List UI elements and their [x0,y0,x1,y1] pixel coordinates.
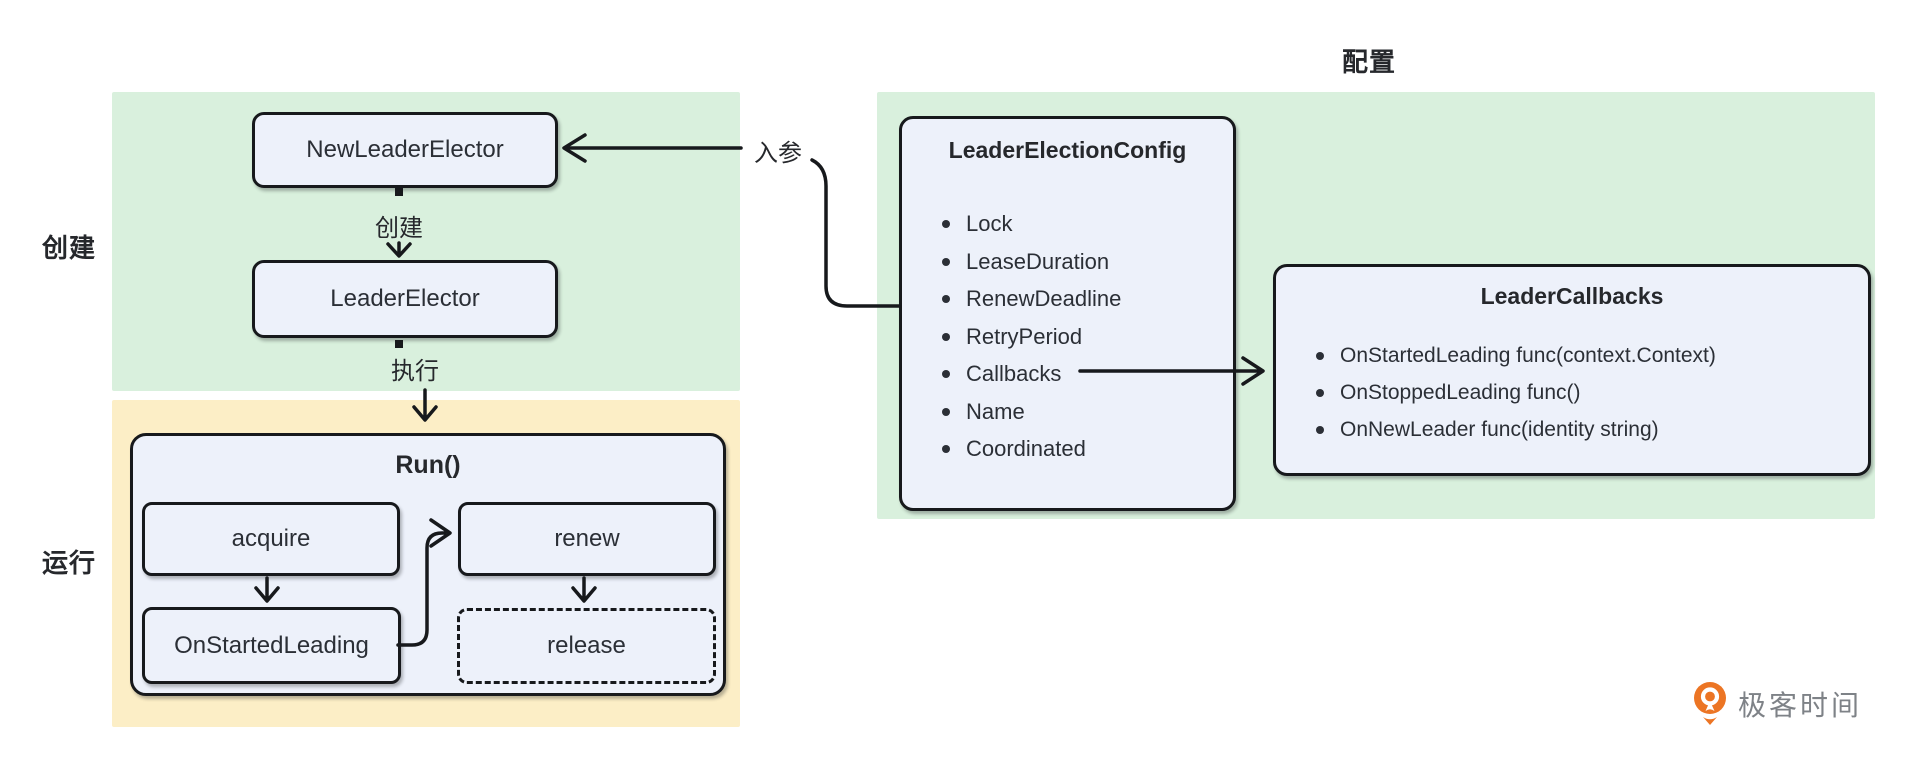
config-item-coordinated: Coordinated [902,430,1233,468]
node-release: release [457,608,716,684]
config-item-callbacks: Callbacks [902,355,1233,393]
leader-election-config-box: LeaderElectionConfig Lock LeaseDuration … [899,116,1236,511]
config-box-list: Lock LeaseDuration RenewDeadline RetryPe… [902,205,1233,468]
callbacks-box-list: OnStartedLeading func(context.Context) O… [1276,337,1868,448]
config-item-renew-deadline: RenewDeadline [902,280,1233,318]
node-new-leader-elector: NewLeaderElector [252,112,558,188]
section-label-create: 创建 [42,233,97,263]
config-item-lease-duration: LeaseDuration [902,243,1233,281]
edge-label-execute: 执行 [391,358,439,385]
node-leader-elector: LeaderElector [252,260,558,338]
callbacks-item-on-stopped-leading: OnStoppedLeading func() [1276,374,1868,411]
geektime-logo: 极客时间 [1692,681,1862,726]
section-label-run: 运行 [42,548,97,578]
node-acquire: acquire [142,502,400,576]
geektime-logo-text: 极客时间 [1738,689,1863,721]
callbacks-box-title: LeaderCallbacks [1480,283,1664,309]
section-label-config: 配置 [1342,47,1397,77]
edge-label-input-param: 入参 [754,140,802,167]
node-on-started-leading: OnStartedLeading [142,607,401,684]
callbacks-item-on-started-leading: OnStartedLeading func(context.Context) [1276,337,1868,374]
run-title: Run() [395,451,461,479]
geektime-logo-icon [1694,682,1726,725]
node-renew: renew [458,502,716,576]
config-item-retry-period: RetryPeriod [902,318,1233,356]
callbacks-item-on-new-leader: OnNewLeader func(identity string) [1276,411,1868,448]
leader-callbacks-box: LeaderCallbacks OnStartedLeading func(co… [1273,264,1871,476]
config-item-name: Name [902,393,1233,431]
config-box-title: LeaderElectionConfig [948,137,1187,163]
config-item-lock: Lock [902,205,1233,243]
edge-label-create: 创建 [375,215,423,242]
